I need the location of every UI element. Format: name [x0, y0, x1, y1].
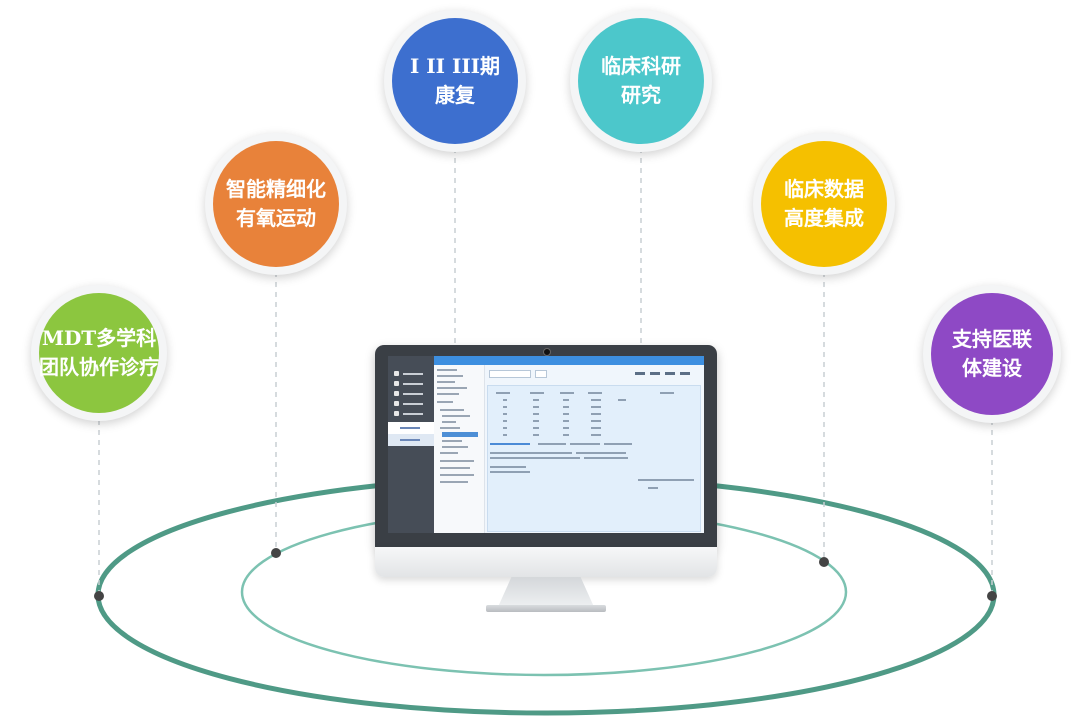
feature-alliance-label: 支持医联 体建设 — [931, 293, 1053, 415]
sidebar-item — [391, 408, 431, 420]
monitor-stand-base — [486, 605, 606, 612]
webcam-icon — [543, 348, 551, 356]
monitor-stand-neck — [498, 577, 594, 607]
monitor-screen — [388, 356, 704, 533]
sidebar-item — [391, 388, 431, 400]
feature-bubble-rehab: I II III期 康复 — [384, 10, 526, 152]
app-sidebar — [388, 356, 434, 533]
data-table-panel — [487, 385, 701, 532]
feature-bubble-aerobic: 智能精细化 有氧运动 — [205, 133, 347, 275]
feature-research-label: 临床科研 研究 — [578, 18, 704, 144]
orbit-node-left — [94, 591, 104, 601]
feature-bubble-alliance: 支持医联 体建设 — [923, 285, 1061, 423]
sidebar-item — [391, 368, 431, 380]
app-tree-panel — [434, 365, 485, 533]
feature-integration-label: 临床数据 高度集成 — [761, 141, 887, 267]
feature-bubble-mdt: MDT多学科 团队协作诊疗 — [31, 285, 167, 421]
orbit-node-inner-left — [271, 548, 281, 558]
feature-aerobic-label: 智能精细化 有氧运动 — [213, 141, 339, 267]
app-main-content — [485, 365, 704, 533]
sidebar-item-active — [388, 434, 434, 446]
sidebar-item — [391, 398, 431, 410]
feature-bubble-research: 临床科研 研究 — [570, 10, 712, 152]
feature-rehab-label: I II III期 康复 — [392, 18, 518, 144]
feature-mdt-label: MDT多学科 团队协作诊疗 — [39, 293, 159, 413]
app-top-bar — [434, 356, 704, 365]
sidebar-item-active — [388, 422, 434, 434]
sidebar-item — [391, 378, 431, 390]
feature-bubble-integration: 临床数据 高度集成 — [753, 133, 895, 275]
orbit-node-inner-right — [819, 557, 829, 567]
monitor-chin — [375, 547, 717, 577]
orbit-node-right — [987, 591, 997, 601]
